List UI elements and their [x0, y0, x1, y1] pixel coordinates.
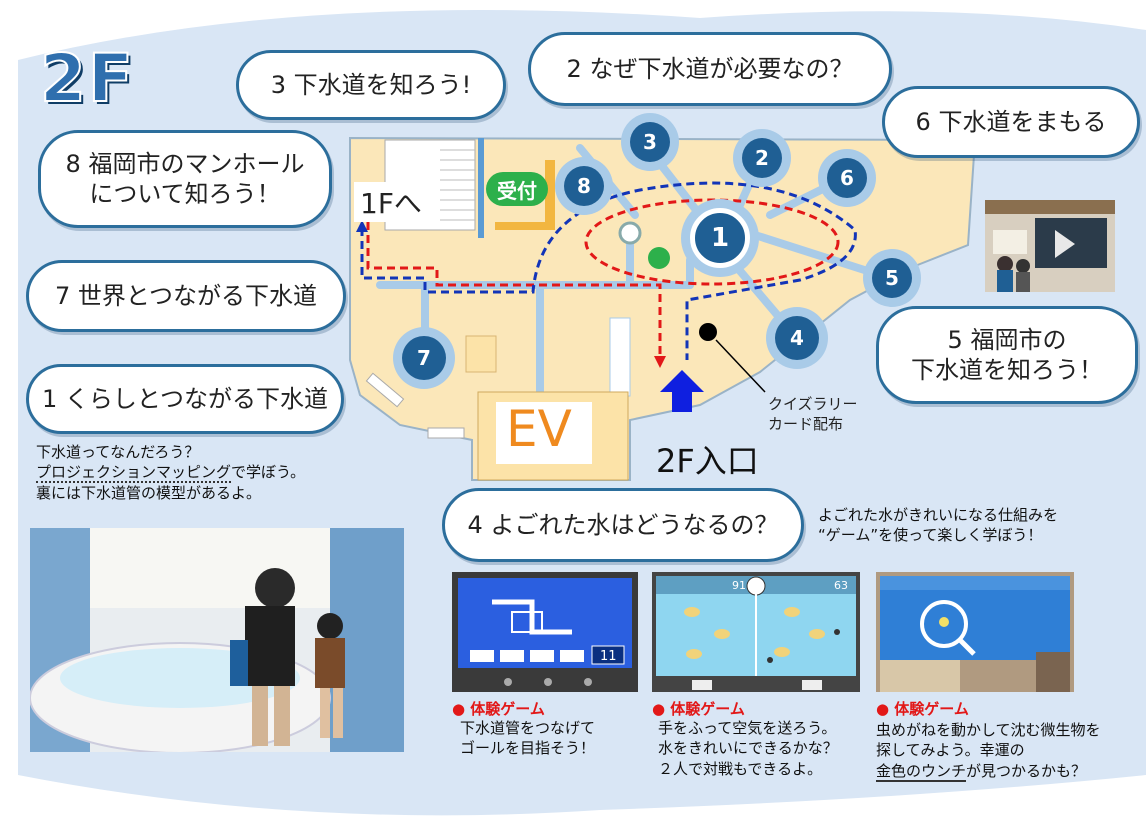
- game1-title: ● 体験ゲーム: [452, 700, 545, 718]
- game1-screen: 11: [452, 572, 638, 692]
- golden-poop-text: 金色のウンチ: [876, 761, 967, 782]
- route-blue: [360, 181, 857, 360]
- game2-screen-art: 91 63: [652, 572, 860, 692]
- left-note-line2b: で学ぼう。: [231, 463, 306, 482]
- arrow-up-icon: [356, 220, 368, 232]
- game3-screen: [876, 572, 1074, 692]
- station-7-label: 7: [402, 336, 446, 380]
- game1-counter: 11: [600, 649, 617, 664]
- game1-desc: 下水道管をつなげて ゴールを目指そう！: [460, 718, 595, 759]
- current-location-marker: [648, 247, 670, 269]
- exhibit-photo-projection-art: [30, 528, 404, 752]
- station-5-label: 5: [872, 258, 912, 298]
- station-5-marker[interactable]: 5: [863, 249, 921, 307]
- station-1-label: 1: [690, 208, 750, 268]
- floor-label: 2F: [39, 39, 136, 118]
- bench-bottom: [427, 427, 465, 439]
- exhibit-4-bubble[interactable]: 4 よごれた水はどうなるの？: [442, 488, 804, 562]
- exhibit-5-line1: 5 福岡市の: [947, 326, 1067, 354]
- game2-desc-line3: ２人で対戦もできるよ。: [658, 759, 823, 778]
- exhibit-6-bubble[interactable]: 6 下水道をまもる: [882, 86, 1140, 158]
- station-4-marker[interactable]: 4: [766, 307, 828, 369]
- left-note-line1: 下水道ってなんだろう？: [36, 443, 200, 461]
- station-3-marker[interactable]: 3: [621, 113, 679, 171]
- bench-left: [365, 372, 405, 408]
- quiz-label-line1: クイズラリー: [768, 395, 858, 413]
- exhibit-3-bubble[interactable]: 3 下水道を知ろう!: [236, 50, 506, 120]
- game1-desc-line1: 下水道管をつなげて: [460, 719, 596, 737]
- quiz-card-point: [699, 323, 717, 341]
- station-6-marker[interactable]: 6: [818, 149, 876, 207]
- quiz-label: クイズラリー カード配布: [768, 395, 858, 434]
- ev-label: EV: [506, 400, 572, 458]
- reception-label: 受付: [486, 172, 548, 206]
- game3-desc-line3b: が見つかるかも？: [966, 761, 1087, 780]
- wall-divider: [478, 138, 484, 238]
- exhibit-8-line1: 8 福岡市のマンホール: [65, 150, 305, 178]
- game2-desc: 手をふって空気を送ろう。 水をきれいにできるかな？ ２人で対戦もできるよ。: [658, 718, 838, 779]
- exhibit-2-bubble[interactable]: 2 なぜ下水道が必要なの？: [528, 32, 892, 106]
- exhibit-1-bubble[interactable]: 1 くらしとつながる下水道: [26, 364, 344, 434]
- game3-desc-line3: 金色のウンチが見つかるかも？: [876, 761, 1101, 782]
- station-3-label: 3: [630, 122, 670, 162]
- exhibit-8-line2: について知ろう！: [89, 180, 281, 208]
- left-note-line3: 裏には下水道管の模型があるよ。: [36, 483, 262, 502]
- quiz-leader-line: [715, 339, 766, 393]
- entrance-label: 2F入口: [656, 442, 759, 480]
- right-note-line1: よごれた水がきれいになる仕組みを: [818, 506, 1059, 524]
- game3-desc: 虫めがねを動かして沈む微生物を 探してみよう。幸運の 金色のウンチが見つかるかも…: [876, 720, 1101, 782]
- exhibit-panel: [609, 317, 631, 397]
- quiz-label-line2: カード配布: [768, 414, 844, 433]
- exhibit-8-bubble[interactable]: 8 福岡市のマンホール について知ろう！: [38, 130, 332, 228]
- game3-title: ● 体験ゲーム: [876, 700, 969, 718]
- station-1-marker[interactable]: 1: [681, 199, 759, 277]
- elevator-box: [496, 402, 592, 464]
- game2-screen: 91 63: [652, 572, 860, 692]
- column: [618, 221, 642, 245]
- reception-counter: [495, 160, 555, 230]
- station-2-marker[interactable]: 2: [733, 129, 791, 187]
- game3-desc-line1: 虫めがねを動かして沈む微生物を: [876, 721, 1101, 739]
- station-7-marker[interactable]: 7: [393, 327, 455, 389]
- game3-desc-line2: 探してみよう。幸運の: [876, 741, 1025, 760]
- left-note: 下水道ってなんだろう？ プロジェクションマッピングで学ぼう。 裏には下水道管の模…: [36, 442, 305, 503]
- floor-map: [349, 136, 977, 481]
- exhibit-photo-small: [985, 200, 1115, 292]
- game2-desc-line1: 手をふって空気を送ろう。: [658, 719, 837, 737]
- station-8-label: 8: [564, 166, 604, 206]
- left-note-line2: プロジェクションマッピングで学ぼう。: [36, 462, 306, 484]
- game1-desc-line2: ゴールを目指そう！: [460, 739, 596, 758]
- station-4-label: 4: [775, 316, 819, 360]
- exhibit-5-bubble[interactable]: 5 福岡市の 下水道を知ろう！: [876, 306, 1138, 404]
- game2-desc-line2: 水をきれいにできるかな？: [658, 739, 838, 758]
- stair-lines: [440, 149, 475, 221]
- to-1f-label: 1Fへ: [354, 182, 428, 222]
- arrow-down-icon: [654, 356, 666, 368]
- game2-score-left: 91: [732, 579, 746, 592]
- right-note: よごれた水がきれいになる仕組みを “ゲーム”を使って楽しく学ぼう！: [818, 505, 1058, 546]
- bench: [465, 335, 497, 373]
- station-6-label: 6: [827, 158, 867, 198]
- exhibit-photo-small-art: [985, 200, 1115, 292]
- station-2-label: 2: [742, 138, 782, 178]
- route-red: [366, 222, 662, 360]
- game3-screen-art: [876, 572, 1074, 692]
- game1-screen-art: 11: [452, 572, 638, 692]
- right-note-line2: “ゲーム”を使って楽しく学ぼう！: [818, 526, 1043, 545]
- exhibit-5-line2: 下水道を知ろう！: [911, 356, 1103, 384]
- game2-score-right: 63: [834, 579, 848, 592]
- projection-mapping-text: プロジェクションマッピング: [36, 463, 232, 484]
- entrance-arrow-icon: [660, 370, 704, 412]
- exhibit-photo-projection: [30, 528, 404, 752]
- station-8-marker[interactable]: 8: [555, 157, 613, 215]
- game2-title: ● 体験ゲーム: [652, 700, 745, 718]
- exhibit-7-bubble[interactable]: 7 世界とつながる下水道: [26, 260, 346, 332]
